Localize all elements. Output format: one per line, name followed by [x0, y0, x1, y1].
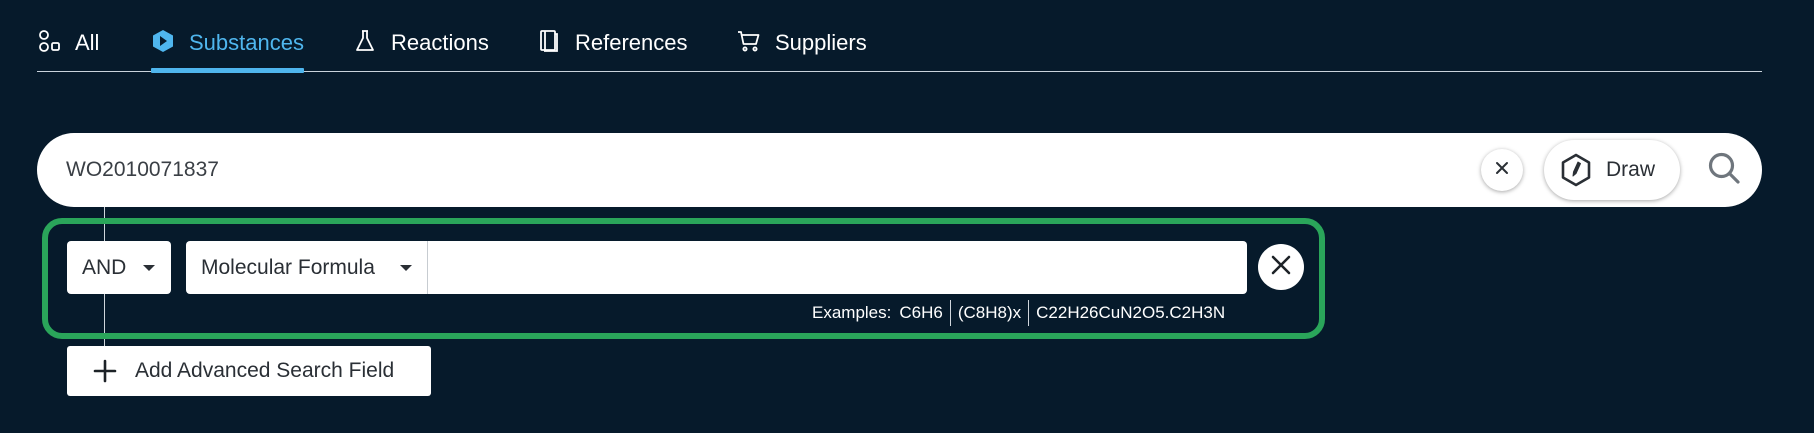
example-item: C22H26CuN2O5.C2H3N: [1036, 303, 1226, 322]
operator-select[interactable]: AND: [67, 241, 171, 294]
add-advanced-search-field-button[interactable]: Add Advanced Search Field: [67, 346, 431, 396]
plus-icon: [93, 359, 117, 383]
formula-examples: Examples: C6H6 (C8H8)x C22H26CuN2O5.C2H3…: [812, 300, 1232, 326]
document-icon: [537, 29, 561, 53]
examples-label: Examples:: [812, 303, 892, 322]
example-divider: [949, 300, 951, 326]
field-type-select[interactable]: Molecular Formula: [186, 241, 428, 294]
tab-suppliers-label: Suppliers: [775, 30, 867, 55]
example-divider: [1028, 300, 1030, 326]
draw-button-label: Draw: [1606, 158, 1656, 181]
clear-search-button[interactable]: [1481, 149, 1523, 191]
search-button[interactable]: [1703, 149, 1745, 191]
search-icon: [1707, 151, 1741, 190]
operator-select-value: AND: [82, 255, 127, 279]
tab-substances[interactable]: Substances: [151, 26, 304, 73]
tab-all[interactable]: All: [37, 26, 99, 72]
close-icon: [1495, 161, 1509, 180]
cart-icon: [737, 29, 761, 53]
tab-suppliers[interactable]: Suppliers: [737, 26, 867, 72]
draw-structure-icon: [1560, 153, 1592, 187]
all-icon: [37, 29, 61, 53]
chevron-down-icon: [143, 265, 155, 271]
chevron-down-icon: [400, 265, 412, 271]
tab-references[interactable]: References: [537, 26, 688, 72]
flask-icon: [353, 29, 377, 53]
tab-substances-label: Substances: [189, 30, 304, 55]
tab-all-label: All: [75, 30, 100, 55]
draw-button[interactable]: Draw: [1544, 140, 1680, 200]
remove-field-button[interactable]: [1258, 244, 1304, 290]
search-type-tabs: All Substances Reactions References: [37, 0, 1762, 73]
advanced-field-highlight: [42, 218, 1325, 339]
substance-icon: [151, 29, 175, 53]
add-field-label: Add Advanced Search Field: [135, 359, 395, 382]
tab-references-label: References: [575, 30, 688, 55]
molecular-formula-input[interactable]: [428, 241, 1247, 294]
field-type-select-value: Molecular Formula: [201, 255, 375, 279]
search-input[interactable]: WO2010071837: [66, 158, 219, 181]
example-item: (C8H8)x: [957, 303, 1022, 322]
example-item: C6H6: [899, 303, 943, 322]
close-icon: [1271, 255, 1291, 280]
tab-reactions-label: Reactions: [391, 30, 489, 55]
tab-reactions[interactable]: Reactions: [353, 26, 489, 72]
search-bar[interactable]: WO2010071837 Draw: [37, 133, 1762, 207]
